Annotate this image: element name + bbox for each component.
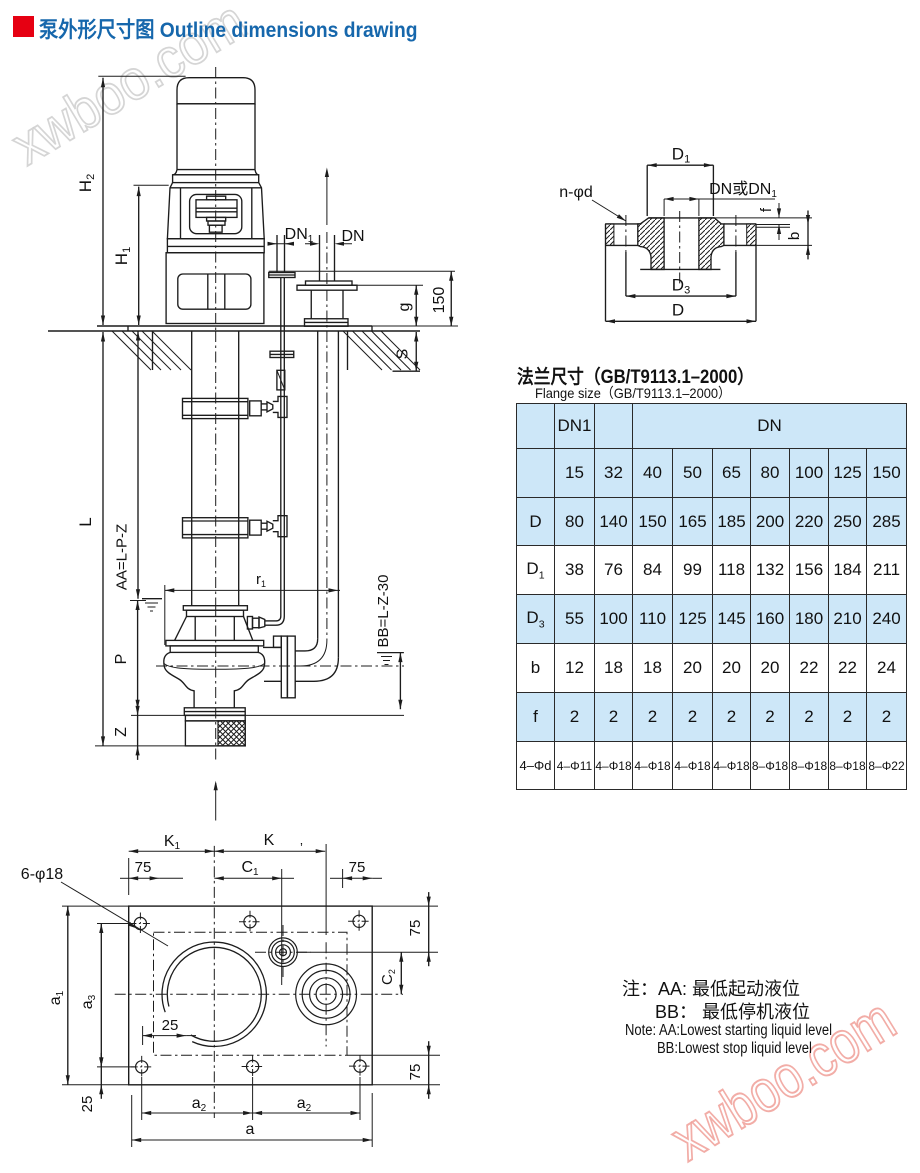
svg-text:a2: a2 <box>297 1095 312 1114</box>
svg-text:25: 25 <box>79 1096 96 1113</box>
svg-text:n-φd: n-φd <box>559 184 593 201</box>
svg-text:150: 150 <box>431 287 448 314</box>
svg-text:’: ’ <box>300 840 303 855</box>
svg-text:BB=L-Z-30: BB=L-Z-30 <box>375 575 392 648</box>
svg-text:DN或DN1: DN或DN1 <box>709 180 777 200</box>
svg-text:H1: H1 <box>112 247 133 265</box>
svg-text:75: 75 <box>407 920 424 937</box>
svg-text:DN: DN <box>341 228 364 245</box>
svg-text:25: 25 <box>162 1017 179 1034</box>
svg-text:6-φ18: 6-φ18 <box>21 866 64 883</box>
svg-text:a3: a3 <box>79 994 98 1009</box>
svg-text:D: D <box>672 301 684 320</box>
svg-text:C1: C1 <box>241 859 259 878</box>
svg-text:75: 75 <box>407 1064 424 1081</box>
svg-text:b: b <box>786 232 803 240</box>
svg-text:r1: r1 <box>256 571 266 589</box>
svg-text:D3: D3 <box>672 275 690 296</box>
svg-text:a: a <box>246 1121 255 1138</box>
svg-text:K1: K1 <box>164 833 181 852</box>
svg-text:75: 75 <box>349 859 366 876</box>
svg-text:75: 75 <box>135 859 152 876</box>
svg-text:C2: C2 <box>379 969 397 985</box>
svg-text:P: P <box>113 654 130 665</box>
svg-text:AA=L-P-Z: AA=L-P-Z <box>114 524 131 590</box>
svg-text:S: S <box>395 349 412 360</box>
svg-text:D1: D1 <box>672 145 690 166</box>
svg-text:a1: a1 <box>47 990 66 1005</box>
svg-text:DN1: DN1 <box>285 226 314 245</box>
svg-text:K: K <box>264 832 275 849</box>
svg-text:H2: H2 <box>76 174 97 192</box>
svg-text:g: g <box>396 303 413 312</box>
svg-text:a2: a2 <box>192 1095 207 1114</box>
svg-text:L: L <box>76 517 95 526</box>
svg-text:Z: Z <box>113 727 130 737</box>
svg-text:f: f <box>758 207 775 212</box>
